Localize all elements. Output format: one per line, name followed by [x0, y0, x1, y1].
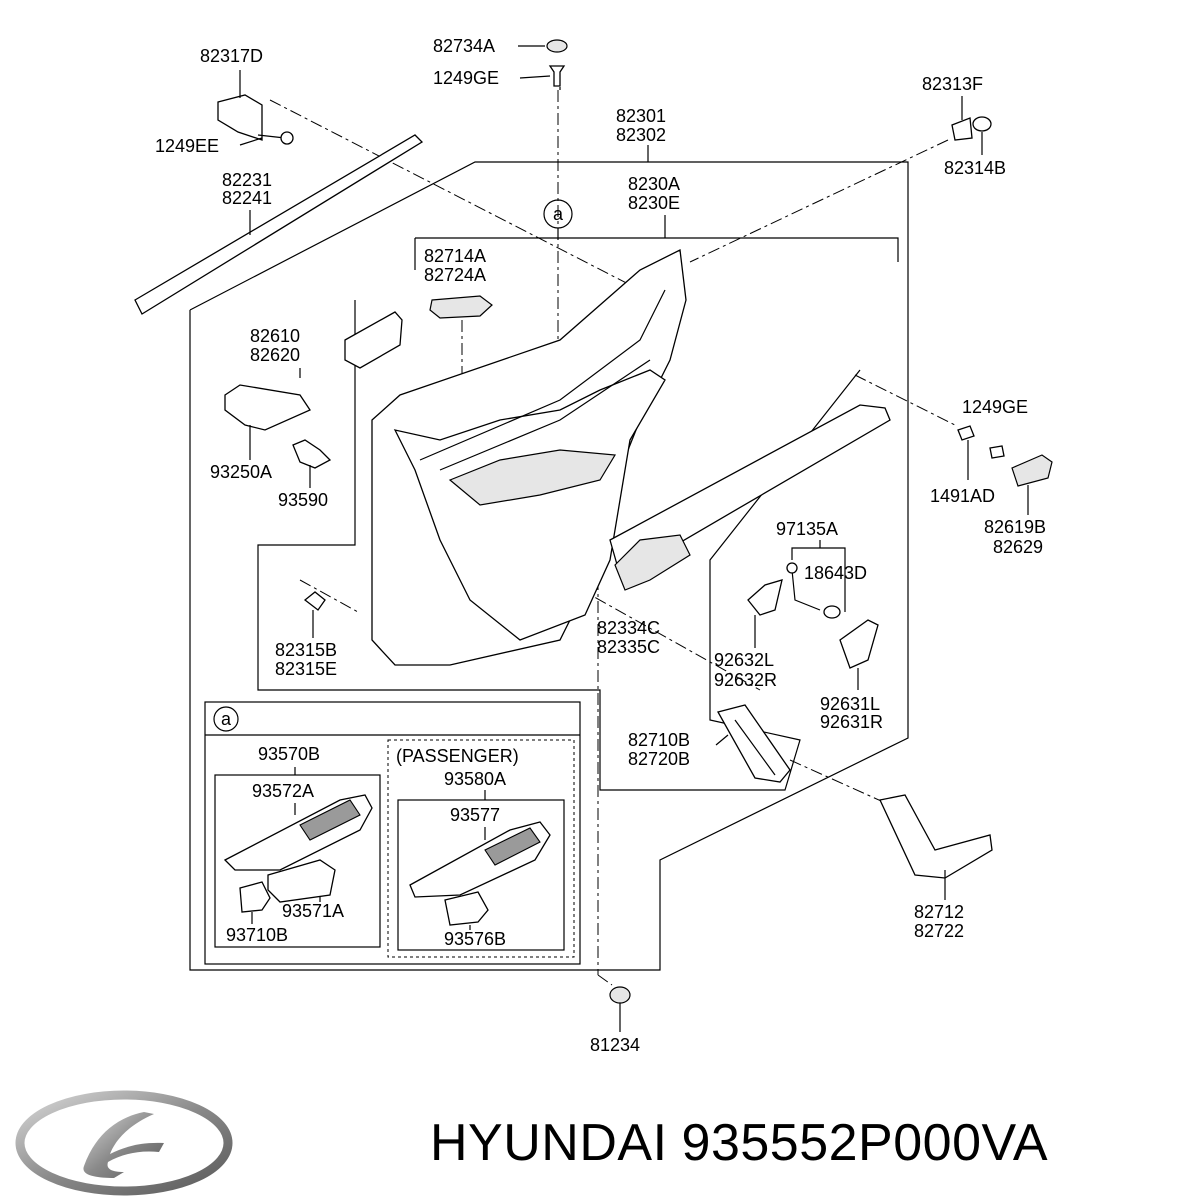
label-82231: 82231: [222, 170, 272, 190]
garnish-82712: [879, 794, 993, 879]
label-81234: 81234: [590, 1035, 640, 1055]
switch-inset: [204, 701, 581, 965]
label-82619B: 82619B: [984, 517, 1046, 537]
label-18643D: 18643D: [804, 563, 867, 583]
lens-92631: [823, 605, 879, 669]
label-8230A: 8230A: [628, 174, 680, 194]
assembly-outline: [189, 87, 909, 971]
label-1249GE-right: 1249GE: [962, 397, 1028, 417]
label-82720B: 82720B: [628, 749, 690, 769]
label-82317D: 82317D: [200, 46, 263, 66]
part-93590: [292, 439, 332, 469]
label-82610: 82610: [250, 326, 300, 346]
label-93570B: 93570B: [258, 744, 320, 764]
hyundai-logo-icon: [15, 1090, 233, 1196]
label-82314B: 82314B: [944, 158, 1006, 178]
label-93572A: 93572A: [252, 781, 314, 801]
label-82241: 82241: [222, 188, 272, 208]
label-8230E: 8230E: [628, 193, 680, 213]
armrest-bar: [609, 404, 891, 591]
switch-93250A: [224, 384, 311, 431]
inset-a-label: a: [221, 709, 232, 729]
label-82620: 82620: [250, 345, 300, 365]
label-93250A: 93250A: [210, 462, 272, 482]
callout-a: a a: [213, 199, 573, 732]
clip-1491AD: [957, 425, 1005, 459]
plug-81234: [609, 986, 631, 1004]
label-92632R: 92632R: [714, 670, 777, 690]
cover-82619B: [1011, 454, 1053, 487]
label-93576B: 93576B: [444, 929, 506, 949]
label-82712: 82712: [914, 902, 964, 922]
label-82335C: 82335C: [597, 637, 660, 657]
label-82313F: 82313F: [922, 74, 983, 94]
label-82315E: 82315E: [275, 659, 337, 679]
part-number: 935552P000VA: [681, 1114, 1049, 1172]
label-82724A: 82724A: [424, 265, 486, 285]
label-82710B: 82710B: [628, 730, 690, 750]
bracket-82710B: [717, 704, 791, 783]
lamp-92632: [747, 562, 821, 616]
label-1249GE-top: 1249GE: [433, 68, 499, 88]
label-leaders: [239, 45, 1029, 1032]
label-93710B: 93710B: [226, 925, 288, 945]
label-82629: 82629: [993, 537, 1043, 557]
clip-82315B: [303, 591, 326, 611]
part-labels: 82734A 1249GE 82317D 1249EE 82231 82241 …: [155, 36, 1046, 1055]
label-92631R: 92631R: [820, 712, 883, 732]
label-82315B: 82315B: [275, 640, 337, 660]
label-93577: 93577: [450, 805, 500, 825]
label-82734A: 82734A: [433, 36, 495, 56]
weatherstrip-82231: [134, 134, 424, 315]
label-92632L: 92632L: [714, 650, 774, 670]
label-82722: 82722: [914, 921, 964, 941]
label-82302: 82302: [616, 125, 666, 145]
label-82301: 82301: [616, 106, 666, 126]
label-1491AD: 1491AD: [930, 486, 995, 506]
pull-handle-82714A: [429, 295, 493, 319]
label-93590: 93590: [278, 490, 328, 510]
callout-a-label: a: [553, 204, 564, 224]
clip-82313F: [951, 116, 992, 141]
label-97135A: 97135A: [776, 519, 838, 539]
bracket-82317D: [217, 94, 294, 145]
label-93580A: 93580A: [444, 769, 506, 789]
label-92631L: 92631L: [820, 694, 880, 714]
inside-handle-82610: [344, 311, 403, 369]
brand-name: HYUNDAI: [430, 1114, 668, 1172]
label-82334C: 82334C: [597, 618, 660, 638]
label-passenger: (PASSENGER): [396, 746, 519, 766]
door-trim-panel: [371, 249, 687, 666]
label-82714A: 82714A: [424, 246, 486, 266]
label-1249EE: 1249EE: [155, 136, 219, 156]
cap-82734A: [546, 39, 568, 87]
label-93571A: 93571A: [282, 901, 344, 921]
